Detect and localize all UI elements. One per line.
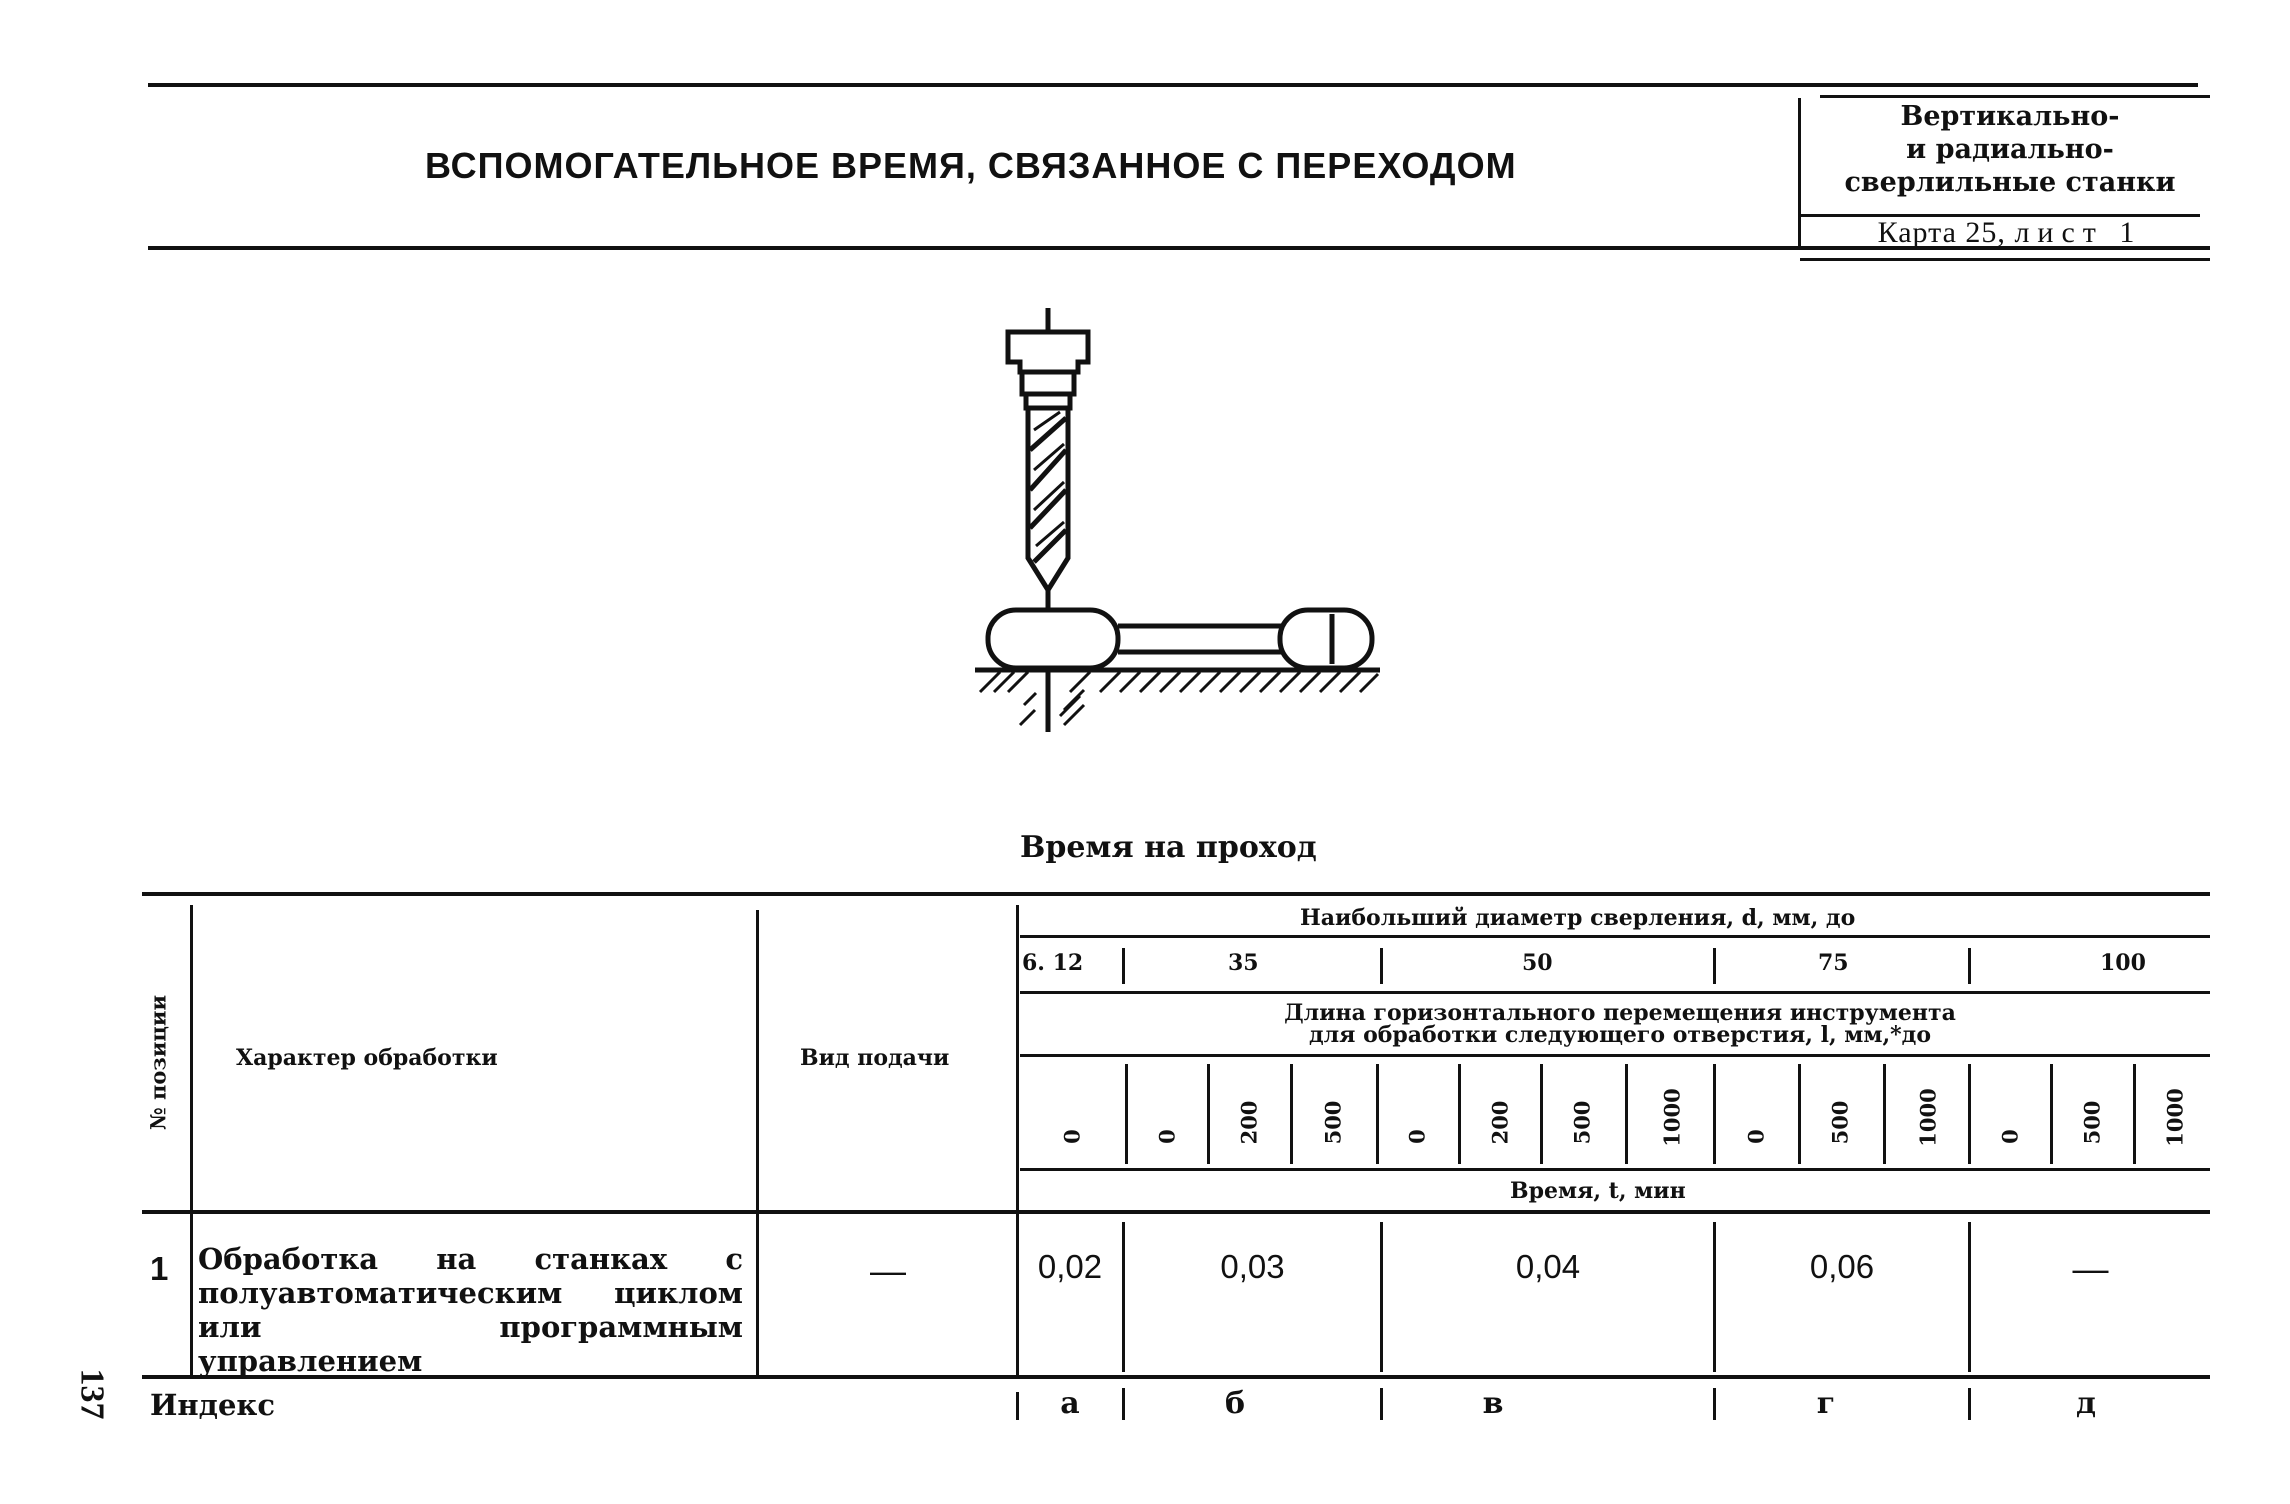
col-header-length-line2: для обработки следующего отверстия, l, м… [1308, 1022, 1932, 1048]
diameter-5: 100 [2100, 950, 2146, 976]
len-div-4 [1376, 1064, 1379, 1164]
diam-div-4 [1968, 948, 1971, 984]
value-c: 0,04 [1515, 1248, 1581, 1285]
col-header-length-line1: Длина горизонтального перемещения инстру… [1284, 1000, 1956, 1026]
col-header-character: Характер обработки [236, 1045, 498, 1071]
length-2: 0 [1154, 1129, 1180, 1144]
rule-row-bottom [142, 1375, 2210, 1379]
rule-below-diameter-title [1020, 935, 2210, 938]
len-div-11 [1968, 1064, 1971, 1164]
len-div-9 [1798, 1064, 1801, 1164]
length-14: 1000 [2162, 1088, 2188, 1147]
val-div-1 [1122, 1222, 1125, 1372]
diameter-4: 75 [1818, 950, 1849, 976]
col-header-position: № позиции [145, 994, 171, 1131]
col-divider-feed [1016, 905, 1019, 1375]
sheet-number: лист 1 [2014, 216, 2143, 249]
length-10: 500 [1827, 1100, 1853, 1145]
col-header-time: Время, t, мин [1510, 1178, 1686, 1204]
length-11: 1000 [1915, 1088, 1941, 1147]
rule-below-diameters [1020, 991, 2210, 994]
len-div-7 [1625, 1064, 1628, 1164]
header-top-rule-right [1820, 95, 2210, 98]
value-d: 0,06 [1809, 1248, 1875, 1285]
col-divider-position [190, 905, 193, 1375]
value-e: — [2072, 1248, 2109, 1289]
val-div-4 [1968, 1222, 1971, 1372]
idx-div-4 [1968, 1388, 1971, 1420]
len-div-1 [1125, 1064, 1128, 1164]
header-card-rule [1800, 214, 2200, 217]
diam-div-1 [1122, 948, 1125, 984]
index-e: д [2076, 1386, 2096, 1421]
len-div-6 [1540, 1064, 1543, 1164]
header-card-rule-bottom [1800, 258, 2210, 261]
length-12: 0 [1997, 1129, 2023, 1144]
header-top-rule [148, 83, 2198, 87]
card-number: Карта 25, [1877, 216, 2006, 249]
len-div-10 [1883, 1064, 1886, 1164]
table-top-rule [142, 892, 2210, 896]
index-b: б [1224, 1386, 1245, 1421]
page-title: ВСПОМОГАТЕЛЬНОЕ ВРЕМЯ, СВЯЗАННОЕ С ПЕРЕХ… [425, 145, 1517, 186]
value-b: 0,03 [1220, 1248, 1285, 1285]
val-div-3 [1713, 1222, 1716, 1372]
length-7: 500 [1569, 1100, 1595, 1145]
header-bottom-rule [148, 246, 2210, 250]
diameter-3: 50 [1522, 950, 1553, 976]
len-div-5 [1458, 1064, 1461, 1164]
length-1: 0 [1059, 1129, 1085, 1144]
diameter-2: 35 [1228, 950, 1259, 976]
length-5: 0 [1404, 1129, 1430, 1144]
row-character: Обработка на станках с полуавтоматически… [198, 1242, 743, 1378]
length-13: 500 [2079, 1100, 2105, 1145]
idx-div-2 [1380, 1388, 1383, 1420]
idx-div-3 [1713, 1388, 1716, 1420]
row-position: 1 [150, 1250, 169, 1287]
diam-div-2 [1380, 948, 1383, 984]
index-a: а [1060, 1386, 1080, 1421]
val-div-2 [1380, 1222, 1383, 1372]
index-label: Индекс [150, 1388, 276, 1422]
index-c: в [1482, 1386, 1504, 1421]
length-6: 200 [1487, 1100, 1513, 1145]
col-header-diameter: Наибольший диаметр сверления, d, мм, до [1300, 905, 1856, 931]
value-a: 0,02 [1037, 1248, 1103, 1285]
diameter-1: 6. 12 [1022, 950, 1084, 976]
diam-div-3 [1713, 948, 1716, 984]
col-header-feed: Вид подачи [800, 1045, 950, 1071]
idx-div-1 [1122, 1388, 1125, 1420]
len-div-8 [1713, 1064, 1716, 1164]
table-title: Время на проход [1020, 830, 1317, 865]
rule-below-length-title [1020, 1054, 2210, 1057]
len-div-12 [2050, 1064, 2053, 1164]
length-9: 0 [1743, 1129, 1769, 1144]
page-number: 137 [73, 1368, 111, 1420]
len-div-3 [1290, 1064, 1293, 1164]
header-divider [1798, 98, 1801, 248]
length-8: 1000 [1659, 1088, 1685, 1147]
index-d: г [1816, 1386, 1836, 1421]
length-4: 500 [1320, 1100, 1346, 1145]
row-feed: — [870, 1250, 906, 1291]
col-divider-character [756, 910, 759, 1375]
machine-type-label: Вертикально- и радиально- сверлильные ст… [1844, 101, 2176, 198]
length-3: 200 [1236, 1100, 1262, 1145]
rule-header-bottom [142, 1210, 2210, 1214]
rule-above-time [1020, 1168, 2210, 1171]
idx-div-0 [1016, 1392, 1019, 1420]
len-div-13 [2133, 1064, 2136, 1164]
len-div-2 [1207, 1064, 1210, 1164]
drill-and-workpiece-sketch-icon [975, 308, 1380, 732]
card-reference: Карта 25, лист 1 [1820, 216, 2200, 250]
